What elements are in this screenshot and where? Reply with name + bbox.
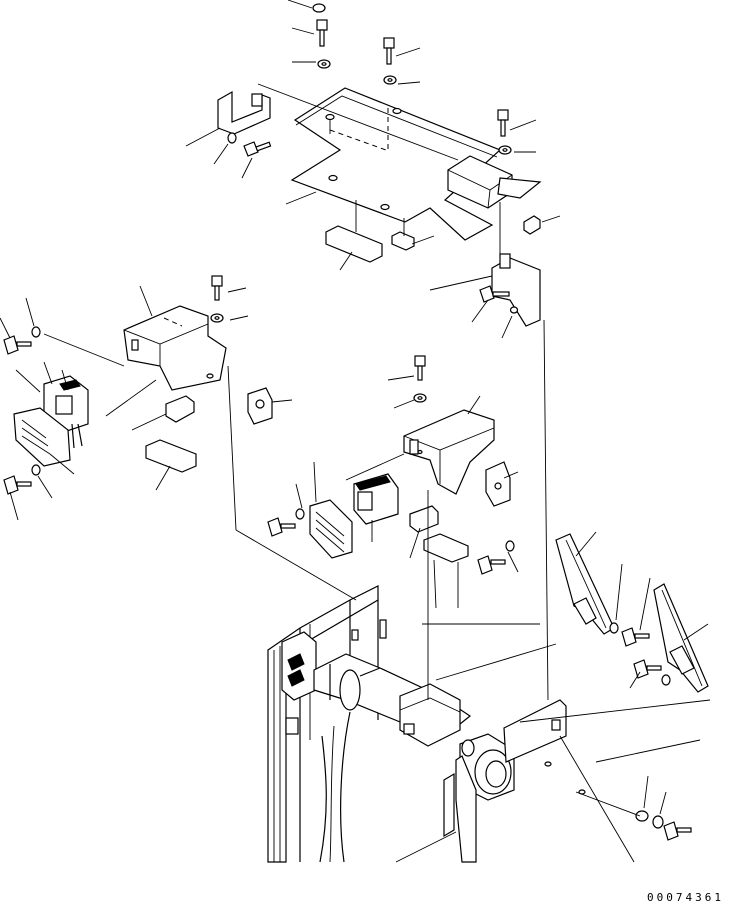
- right-frame-post: [455, 755, 477, 863]
- right-plate-upper: [555, 533, 615, 635]
- top-fasteners: [227, 3, 512, 303]
- cover-plate: [290, 87, 502, 241]
- rear-plate: [503, 699, 567, 763]
- right-plate-lower: [653, 583, 709, 693]
- center-lamp-bracket: [403, 409, 495, 495]
- center-lamp-guard: [309, 499, 353, 559]
- center-lamp-assembly: [267, 355, 515, 575]
- drawing-number: 00074361: [647, 891, 724, 904]
- left-lamp-guard: [13, 407, 71, 467]
- top-cover-plate-assembly: [217, 87, 542, 327]
- main-frame: [267, 585, 692, 863]
- left-frame-post: [267, 585, 379, 863]
- right-side-plates: [555, 533, 709, 693]
- left-lamp-assembly: [3, 275, 273, 495]
- leader-lines: [0, 0, 711, 863]
- left-support-bracket: [217, 90, 271, 135]
- rear-mount-bracket: [491, 257, 541, 327]
